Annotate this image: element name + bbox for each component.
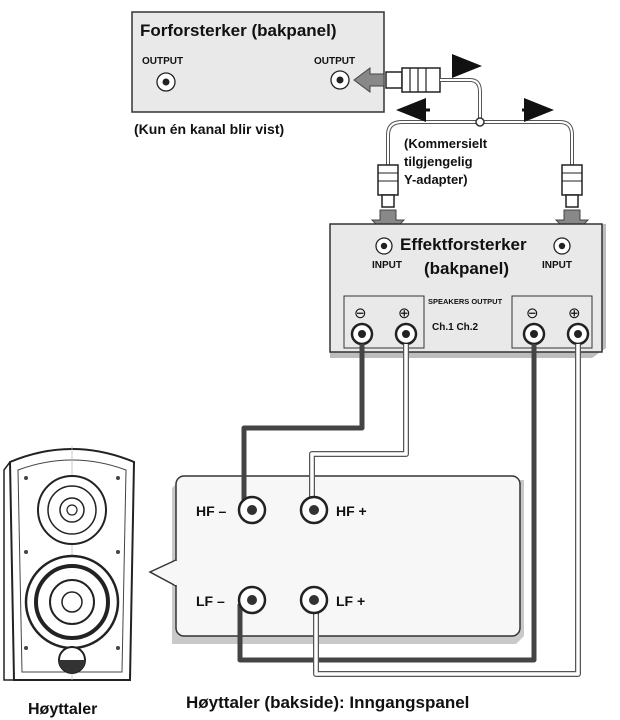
hf-minus-label: HF – bbox=[196, 503, 227, 519]
rca-plug-preamp bbox=[385, 67, 441, 93]
amp-ch1-minus-symbol: ⊖ bbox=[354, 305, 367, 322]
adapter-label-line1: (Kommersielt bbox=[404, 136, 488, 151]
speaker-wires bbox=[237, 344, 581, 677]
preamp-output-right-jack[interactable] bbox=[330, 70, 350, 90]
hf-plus-terminal[interactable] bbox=[299, 495, 329, 525]
amp-ch2-minus-terminal[interactable] bbox=[522, 322, 546, 346]
callout-pointer bbox=[148, 559, 177, 587]
speaker-panel-caption: Høyttaler (bakside): Inngangspanel bbox=[186, 693, 469, 712]
bass-port-icon bbox=[58, 646, 86, 674]
rca-plug-left bbox=[370, 164, 406, 237]
amplifier-input-left-jack[interactable] bbox=[375, 237, 393, 255]
lf-plus-label: LF + bbox=[336, 593, 365, 609]
amp-ch1-plus-terminal[interactable] bbox=[394, 322, 418, 346]
woofer-icon bbox=[24, 554, 120, 650]
amp-ch2-plus-symbol: ⊕ bbox=[568, 305, 581, 322]
loudspeaker-illustration bbox=[3, 446, 136, 681]
amp-ch1-plus-symbol: ⊕ bbox=[398, 305, 411, 322]
hf-minus-terminal[interactable] bbox=[237, 495, 267, 525]
adapter-label-line3: Y-adapter) bbox=[404, 172, 468, 187]
amp-ch2-plus-terminal[interactable] bbox=[566, 322, 590, 346]
y-adapter-cable bbox=[386, 78, 574, 165]
preamp-output-left-label: OUTPUT bbox=[142, 56, 183, 67]
amp-ch2-minus-symbol: ⊖ bbox=[526, 305, 539, 322]
tweeter-icon bbox=[37, 475, 107, 545]
amplifier-title-line2: (bakpanel) bbox=[424, 259, 509, 278]
amplifier-input-left-label: INPUT bbox=[372, 260, 402, 271]
hf-plus-label: HF + bbox=[336, 503, 367, 519]
amplifier-panel: INPUT INPUT Effektforsterker (bakpanel) … bbox=[329, 223, 606, 358]
amplifier-input-right-jack[interactable] bbox=[553, 237, 571, 255]
lf-minus-label: LF – bbox=[196, 593, 225, 609]
loudspeaker-caption: Høyttaler bbox=[28, 701, 97, 718]
channel-label: Ch.1 Ch.2 bbox=[432, 322, 479, 333]
speakers-output-label: SPEAKERS OUTPUT bbox=[428, 297, 503, 306]
amp-ch1-minus-terminal[interactable] bbox=[350, 322, 374, 346]
lf-plus-terminal[interactable] bbox=[299, 585, 329, 615]
preamp-panel: Forforsterker (bakpanel) OUTPUT OUTPUT bbox=[131, 11, 385, 113]
adapter-label-line2: tilgjengelig bbox=[404, 154, 473, 169]
preamp-output-left-jack[interactable] bbox=[156, 72, 176, 92]
preamp-title: Forforsterker (bakpanel) bbox=[140, 21, 337, 40]
amplifier-title-line1: Effektforsterker bbox=[400, 235, 527, 254]
preamp-output-right-label: OUTPUT bbox=[314, 56, 355, 67]
lf-minus-terminal[interactable] bbox=[237, 585, 267, 615]
amplifier-input-right-label: INPUT bbox=[542, 260, 572, 271]
insert-arrow-icon bbox=[353, 67, 385, 93]
preamp-note: (Kun én kanal blir vist) bbox=[134, 121, 284, 137]
speaker-input-panel: HF – HF + LF – LF + bbox=[148, 475, 524, 644]
